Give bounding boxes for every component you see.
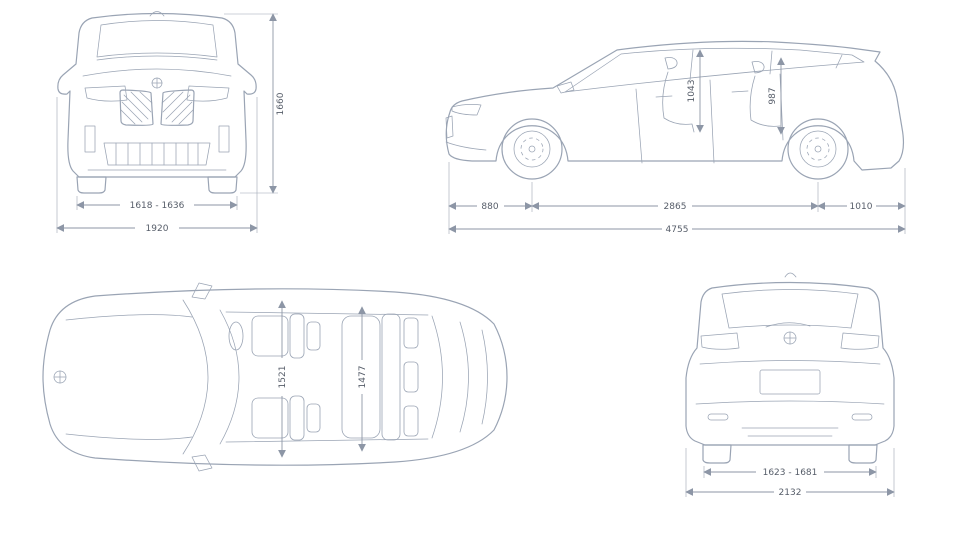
- bumper-top-line: [695, 400, 885, 405]
- front-shoulder-label: 1521: [278, 366, 288, 389]
- front-overhang-label: 880: [481, 202, 498, 212]
- glasshouse: [564, 47, 865, 93]
- c-pillar: [769, 50, 773, 75]
- b-pillar: [689, 49, 694, 81]
- headlight-right: [186, 85, 230, 102]
- front-height-label: 1660: [276, 92, 286, 115]
- lower-grille: [103, 142, 211, 166]
- license-plate: [759, 369, 821, 395]
- antenna-fin: [784, 272, 797, 278]
- taillight-left: [700, 332, 740, 350]
- grille-hatch-left: [120, 91, 153, 125]
- hood-creases: [65, 314, 193, 440]
- rear-bench-seat: [341, 313, 419, 441]
- front-headroom-label: 1043: [687, 80, 697, 103]
- windshield-arc: [182, 299, 209, 455]
- rear-headroom-label: 987: [768, 87, 778, 104]
- front-bumper-crease: [445, 141, 487, 151]
- reflector-right: [851, 413, 873, 421]
- cowl-line: [96, 55, 218, 61]
- front-wheel-right: [207, 176, 238, 194]
- bmw-logo-icon: [151, 77, 163, 89]
- front-view: 1660 1618 - 1636 1920: [56, 11, 286, 234]
- reflector-left: [707, 413, 729, 421]
- kidney-grille-right: [160, 89, 195, 126]
- front-body-outline: [57, 12, 257, 178]
- tailgate-arcs: [459, 321, 488, 433]
- quarter-window-line: [835, 54, 843, 69]
- mirror-bottom: [191, 454, 213, 472]
- rear-wiper: [765, 322, 811, 328]
- top-view: 1521 1477: [42, 282, 508, 472]
- bmw-logo-icon: [53, 370, 67, 384]
- tailgate-crease: [699, 360, 881, 365]
- side-view: 1043 987 880 2865 1010 4755: [445, 40, 906, 235]
- windshield-base-arc: [219, 309, 240, 445]
- side-air-vents: [84, 125, 230, 153]
- front-grille-side: [445, 115, 454, 139]
- front-width-label: 1920: [146, 224, 169, 234]
- bmw-logo-icon: [783, 331, 797, 345]
- lower-grille-slats: [115, 142, 199, 166]
- rear-door-line: [709, 79, 715, 164]
- interior-seats: [662, 57, 781, 133]
- front-wheel: [501, 118, 563, 180]
- rear-body-outline: [685, 281, 895, 446]
- top-body-outline: [42, 288, 508, 466]
- rear-quarter-line: [779, 73, 784, 141]
- front-door-line: [635, 88, 643, 164]
- rear-window-arc: [431, 315, 443, 439]
- rear-wheel: [787, 118, 849, 180]
- rear-window: [721, 289, 859, 329]
- rear-wheel-left: [702, 444, 732, 464]
- front-wheel-left: [76, 176, 107, 194]
- rear-view: 1623 - 1681 2132: [685, 272, 895, 498]
- side-headlight: [451, 103, 482, 116]
- side-body-outline: [445, 40, 905, 171]
- roof-side-lines: [225, 311, 429, 443]
- mirror-top: [191, 282, 213, 300]
- grille-hatch-right: [161, 91, 194, 125]
- extension-lines: [448, 162, 906, 234]
- front-track-label: 1618 - 1636: [130, 201, 185, 211]
- rear-wheel-right: [848, 444, 878, 464]
- antenna-fin: [149, 11, 165, 17]
- rear-width-label: 2132: [779, 488, 802, 498]
- rear-track-label: 1623 - 1681: [763, 468, 818, 478]
- wheelbase-label: 2865: [664, 202, 687, 212]
- front-seats: [251, 313, 321, 441]
- diffuser-lines: [741, 427, 839, 437]
- headlight-left: [84, 85, 128, 102]
- rear-shoulder-label: 1477: [358, 366, 368, 389]
- steering-wheel: [228, 321, 244, 351]
- hood-crease: [82, 68, 232, 77]
- taillight-right: [840, 332, 880, 350]
- overall-length-label: 4755: [666, 225, 689, 235]
- kidney-grille-left: [119, 89, 154, 126]
- rear-overhang-label: 1010: [850, 202, 873, 212]
- door-handles: [655, 90, 749, 98]
- windshield: [96, 20, 218, 58]
- side-mirror: [556, 81, 575, 94]
